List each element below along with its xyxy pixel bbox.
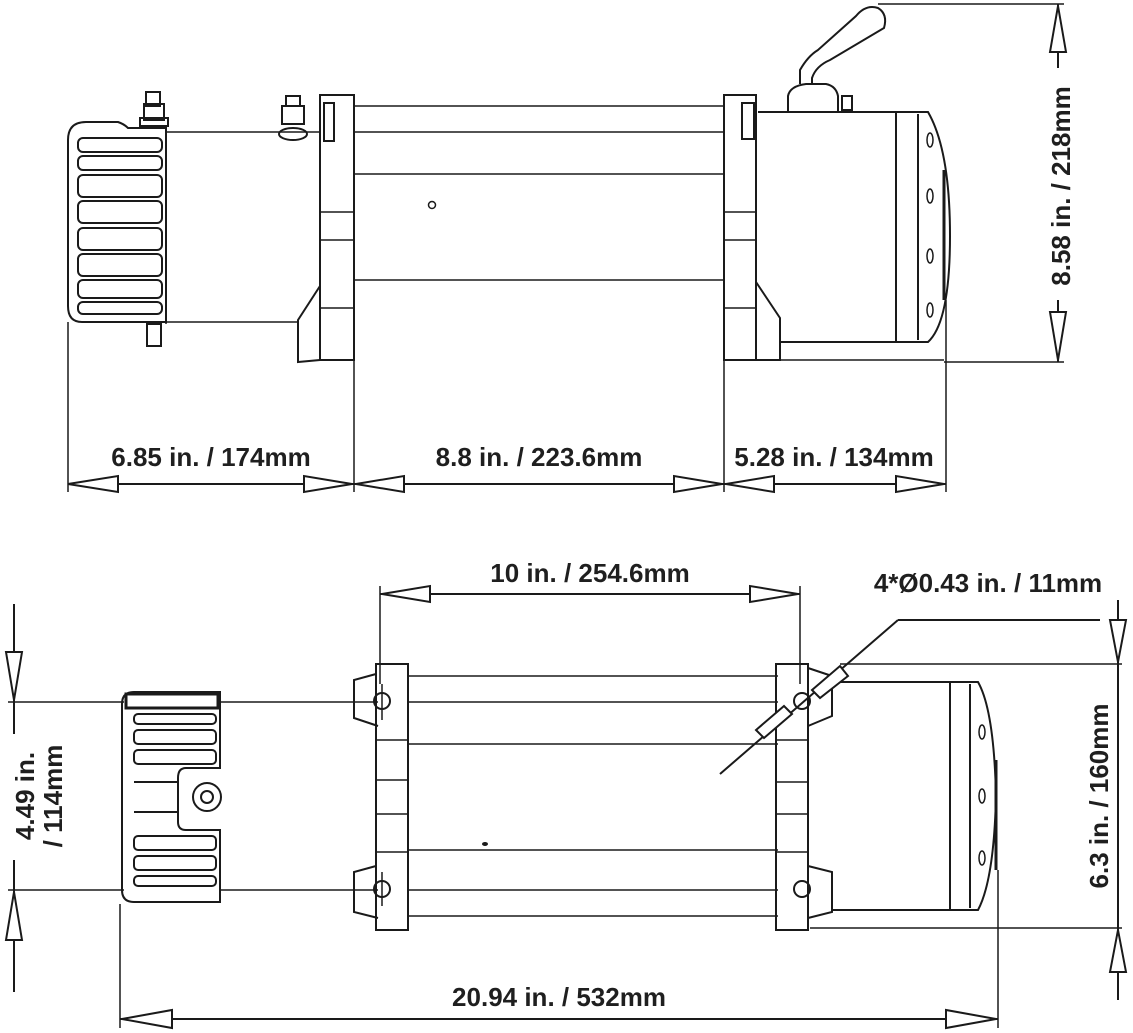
dim-mount-holes-label: 4*Ø0.43 in. / 11mm: [874, 568, 1102, 598]
dim-bolt-spacing-width-label: 6.3 in. / 160mm: [1084, 704, 1114, 889]
drum-side: [354, 105, 724, 281]
left-foot-top: [353, 663, 409, 931]
clutch-lever: [787, 6, 887, 112]
right-foot-top: [775, 663, 833, 931]
gearbox-top: [810, 663, 1122, 929]
side-view: 6.85 in. / 174mm 8.8 in. / 223.6mm 5.28 …: [67, 3, 1076, 494]
left-end-bracket: [297, 94, 355, 364]
dim-overall-height-label: 8.58 in. / 218mm: [1046, 86, 1076, 285]
dim-width-line1-label: 4.49 in.: [10, 752, 40, 840]
hole-callout: [719, 619, 1100, 775]
dim-overall-length-label: 20.94 in. / 532mm: [452, 982, 666, 1012]
gearbox-side: [758, 111, 952, 361]
motor-top: [121, 691, 222, 903]
terminal-bolt: [278, 95, 308, 141]
motor-side: [67, 91, 169, 347]
dim-motor-section-label: 6.85 in. / 174mm: [111, 442, 310, 472]
right-end-bracket: [723, 94, 781, 361]
top-view: 10 in. / 254.6mm 4*Ø0.43 in. / 11mm 4.49…: [4, 558, 1128, 1030]
dim-gearbox-section-label: 5.28 in. / 134mm: [734, 442, 933, 472]
dim-bolt-spacing-length-label: 10 in. / 254.6mm: [490, 558, 689, 588]
dim-width-line2-label: / 114mm: [38, 745, 68, 848]
drum-top: [408, 675, 778, 917]
dim-drum-section-label: 8.8 in. / 223.6mm: [436, 442, 643, 472]
